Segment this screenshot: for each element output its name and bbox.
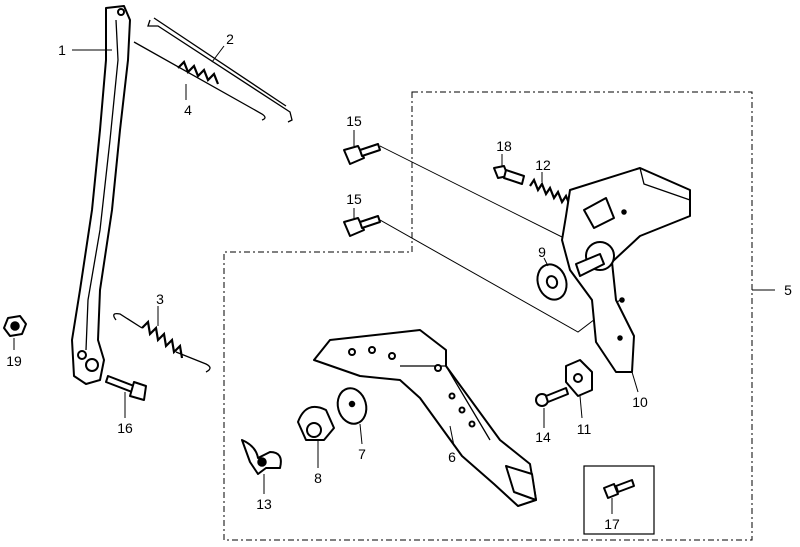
leader-lines — [13, 45, 639, 514]
wing-nut-part — [241, 439, 282, 475]
callout-12: 12 — [535, 157, 551, 173]
callout-15-upper: 15 — [346, 113, 362, 129]
callout-2: 2 — [226, 31, 234, 47]
callout-17: 17 — [604, 516, 620, 532]
screw-part — [535, 387, 569, 407]
callout-18: 18 — [496, 138, 512, 154]
callout-4: 4 — [184, 102, 192, 118]
sub-box-bolt-part — [603, 479, 635, 499]
small-spring-part — [133, 41, 266, 121]
flat-washer-part — [336, 387, 368, 425]
bolt-upper-guide-line — [379, 145, 581, 247]
callout-10: 10 — [632, 394, 648, 410]
callout-5: 5 — [784, 282, 792, 298]
flange-bolt-lower-part — [343, 215, 381, 237]
cam-plate-part — [297, 406, 335, 441]
callout-7: 7 — [358, 446, 366, 462]
callout-11: 11 — [577, 421, 592, 437]
stud-washer-part — [536, 253, 605, 301]
callout-6: 6 — [448, 449, 456, 465]
callout-9: 9 — [538, 244, 546, 260]
rod-part — [147, 17, 293, 123]
sub-group-box — [583, 465, 655, 535]
callout-13: 13 — [256, 496, 272, 512]
callout-3: 3 — [156, 291, 164, 307]
callout-19: 19 — [6, 353, 22, 369]
callout-16: 16 — [117, 420, 133, 436]
compression-spring-part — [529, 177, 572, 207]
callout-8: 8 — [314, 470, 322, 486]
callout-labels: 1 2 3 4 5 6 7 8 9 10 11 12 13 14 15 15 1… — [6, 31, 792, 532]
bolt-part — [105, 375, 147, 401]
nut-part — [3, 315, 27, 337]
flange-bolt-upper-part — [343, 143, 381, 165]
return-spring-part — [113, 312, 211, 373]
callout-1: 1 — [58, 42, 66, 58]
lever-arm-part — [71, 5, 131, 385]
small-bracket-part — [565, 359, 593, 397]
small-bolt-part — [493, 165, 525, 185]
callout-14: 14 — [535, 429, 551, 445]
callout-15-lower: 15 — [346, 191, 362, 207]
assembly-group-outline — [223, 91, 753, 541]
main-lever-part — [313, 329, 537, 507]
